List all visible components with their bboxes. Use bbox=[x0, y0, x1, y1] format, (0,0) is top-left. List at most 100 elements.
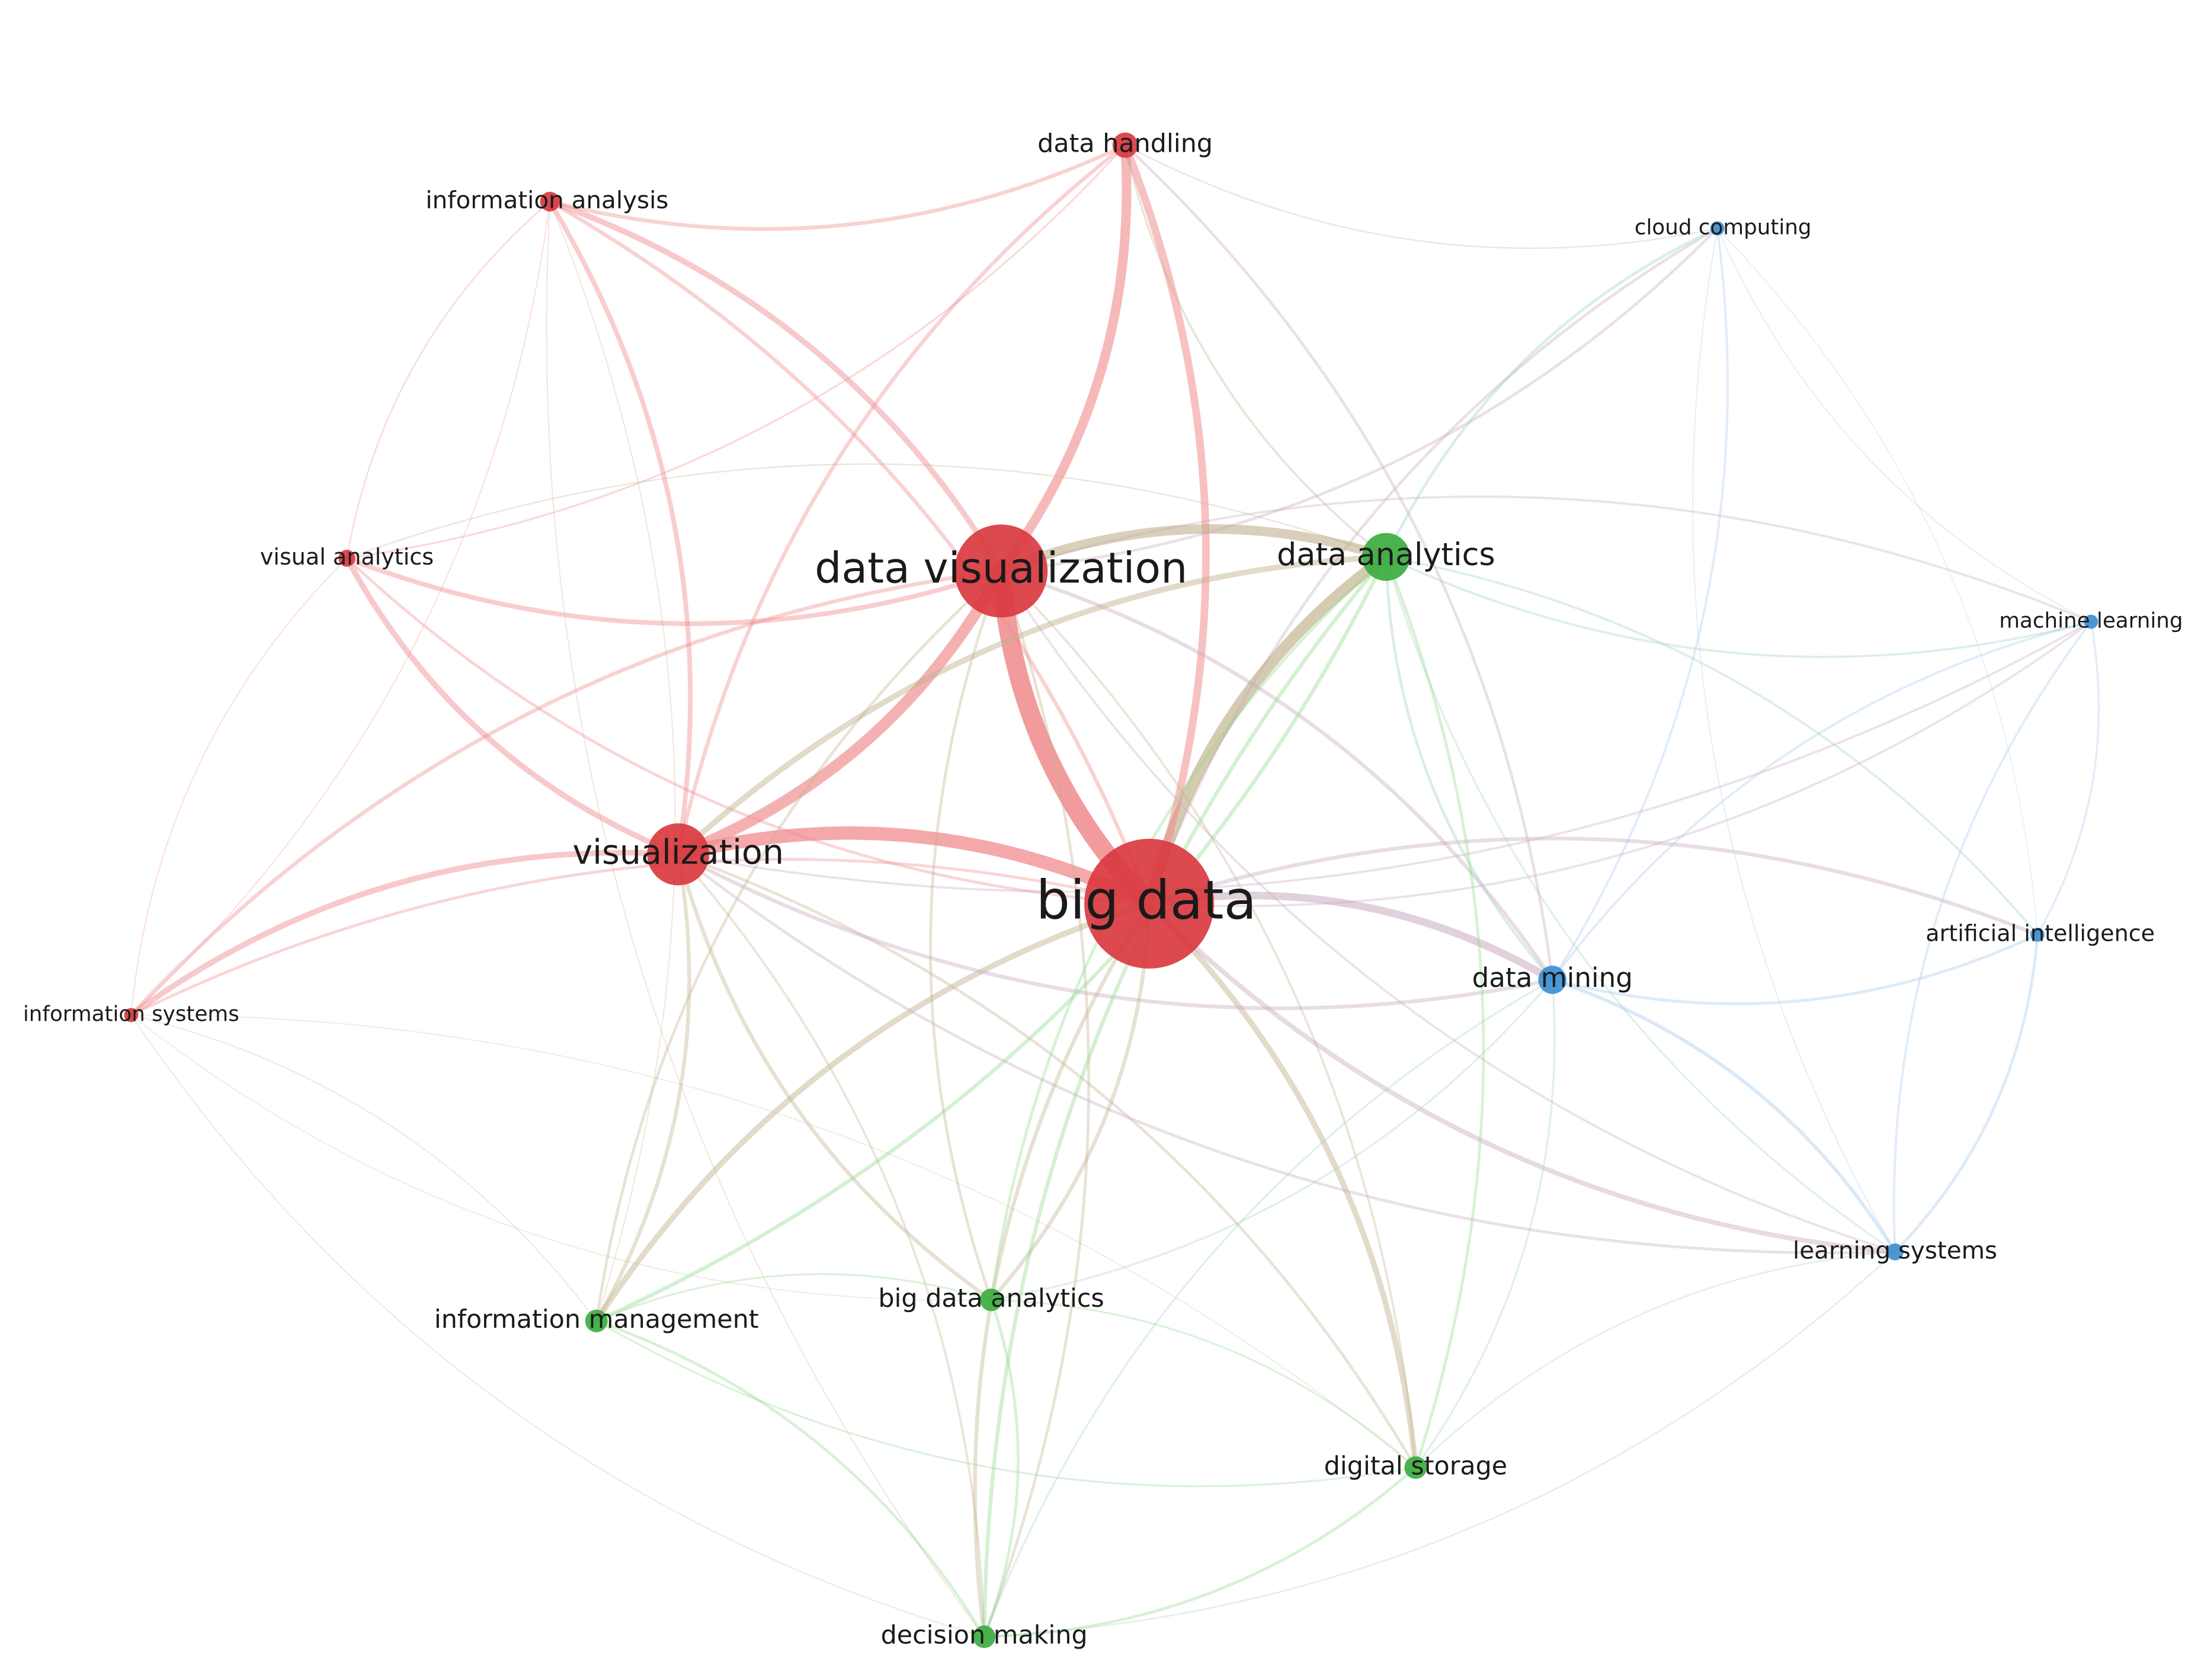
node-label-information-systems: information systems bbox=[23, 1002, 239, 1027]
node-data-visualization[interactable] bbox=[954, 524, 1048, 618]
edge-data-visualization-learning-systems bbox=[999, 569, 1896, 1253]
edge-data-visualization-visualization bbox=[672, 565, 1007, 860]
edge-data-visualization-decision-making bbox=[982, 569, 1091, 1639]
edge-machine-learning-learning-systems bbox=[1892, 620, 2093, 1253]
edge-data-visualization-digital-storage bbox=[999, 569, 1417, 1469]
edge-data-analytics-digital-storage bbox=[1385, 555, 1485, 1469]
edge-data-mining-machine-learning bbox=[1551, 620, 2093, 981]
node-label-data-mining: data mining bbox=[1472, 962, 1633, 993]
edge-big-data-analytics-data-mining bbox=[990, 979, 1553, 1301]
edge-big-data-visualization bbox=[671, 826, 1156, 910]
edge-data-analytics-machine-learning bbox=[1385, 556, 2093, 658]
node-label-data-handling: data handling bbox=[1037, 129, 1213, 159]
node-label-digital-storage: digital storage bbox=[1324, 1451, 1507, 1481]
edge-big-data-machine-learning bbox=[1148, 620, 2093, 908]
edge-data-analytics-decision-making bbox=[982, 554, 1388, 1639]
node-data-mining[interactable] bbox=[1538, 966, 1567, 994]
edge-data-handling-data-analytics bbox=[1124, 144, 1388, 558]
node-label-data-analytics: data analytics bbox=[1277, 537, 1495, 573]
edge-visualization-data-mining bbox=[676, 852, 1555, 1011]
node-decision-making[interactable] bbox=[973, 1626, 996, 1649]
edge-information-analysis-information-systems bbox=[130, 201, 551, 1016]
node-big-data-analytics[interactable] bbox=[980, 1288, 1003, 1312]
edge-data-visualization-visual-analytics bbox=[344, 556, 1004, 626]
node-information-analysis[interactable] bbox=[540, 191, 560, 211]
edge-data-visualization-data-analytics bbox=[996, 524, 1391, 576]
node-label-data-visualization: data visualization bbox=[815, 543, 1187, 592]
edges-layer bbox=[128, 140, 2100, 1639]
edge-data-handling-cloud-computing bbox=[1124, 144, 1718, 249]
edge-data-visualization-information-management bbox=[595, 569, 1003, 1323]
nodes-layer bbox=[124, 132, 2099, 1649]
node-information-systems[interactable] bbox=[124, 1008, 139, 1022]
node-label-visualization: visualization bbox=[572, 833, 784, 872]
edge-data-analytics-learning-systems bbox=[1385, 556, 1896, 1253]
node-artificial-intelligence[interactable] bbox=[2030, 927, 2045, 942]
edge-data-visualization-machine-learning bbox=[999, 495, 2093, 623]
edge-big-data-analytics-information-management bbox=[595, 1273, 992, 1322]
edge-big-data-visual-analytics bbox=[345, 557, 1151, 905]
edge-visualization-decision-making bbox=[677, 853, 986, 1638]
edge-data-mining-learning-systems bbox=[1550, 978, 1897, 1254]
edge-data-mining-cloud-computing bbox=[1551, 227, 1729, 981]
edge-decision-making-data-mining bbox=[983, 979, 1553, 1638]
edge-visual-analytics-information-systems bbox=[130, 557, 348, 1016]
node-label-big-data-analytics: big data analytics bbox=[878, 1284, 1104, 1313]
edge-visualization-visual-analytics bbox=[344, 555, 681, 858]
edge-visualization-learning-systems bbox=[677, 852, 1896, 1255]
edge-data-analytics-data-mining bbox=[1385, 555, 1554, 982]
edge-big-data-cloud-computing bbox=[1148, 227, 1719, 905]
node-label-information-analysis: information analysis bbox=[425, 185, 668, 214]
edge-big-data-decision-making bbox=[973, 902, 1151, 1639]
node-digital-storage[interactable] bbox=[1404, 1456, 1427, 1479]
node-label-cloud-computing: cloud computing bbox=[1635, 216, 1812, 240]
edge-data-analytics-cloud-computing bbox=[1385, 227, 1719, 559]
edge-big-data-digital-storage bbox=[1146, 900, 1419, 1471]
edge-data-visualization-cloud-computing bbox=[999, 227, 1719, 573]
edge-decision-making-learning-systems bbox=[983, 1251, 1896, 1638]
edge-data-handling-visual-analytics bbox=[345, 144, 1126, 560]
edge-visualization-information-systems bbox=[128, 849, 681, 1018]
edge-data-visualization-information-analysis bbox=[547, 198, 1004, 574]
node-label-information-management: information management bbox=[434, 1304, 759, 1334]
edge-big-data-analytics-decision-making bbox=[982, 1298, 1020, 1639]
edge-big-data-analytics-digital-storage bbox=[990, 1299, 1417, 1469]
edge-digital-storage-decision-making bbox=[982, 1466, 1417, 1639]
edge-data-mining-artificial-intelligence bbox=[1550, 933, 2039, 1005]
node-label-big-data: big data bbox=[1036, 869, 1257, 931]
edge-data-analytics-artificial-intelligence bbox=[1385, 556, 2039, 936]
edge-visualization-data-analytics bbox=[675, 554, 1389, 858]
node-big-data[interactable] bbox=[1084, 839, 1215, 969]
labels-layer: big data data visualization visualization d… bbox=[23, 129, 2183, 1650]
edge-information-systems-digital-storage bbox=[130, 1014, 1417, 1469]
edge-visualization-data-handling bbox=[676, 143, 1127, 857]
node-label-artificial-intelligence: artificial intelligence bbox=[1926, 920, 2155, 946]
node-machine-learning[interactable] bbox=[2084, 614, 2099, 629]
node-data-handling[interactable] bbox=[1112, 132, 1138, 158]
edge-big-data-learning-systems bbox=[1146, 901, 1898, 1255]
edge-information-systems-information-management bbox=[130, 1014, 597, 1322]
edge-machine-learning-artificial-intelligence bbox=[2036, 620, 2100, 936]
edge-information-systems-decision-making bbox=[130, 1014, 985, 1638]
node-learning-systems[interactable] bbox=[1886, 1243, 1904, 1261]
edge-visualization-big-data-analytics bbox=[676, 852, 994, 1302]
node-data-analytics[interactable] bbox=[1361, 533, 1410, 581]
edge-data-visualization-information-systems bbox=[129, 569, 1003, 1017]
edge-information-systems-big-data-analytics bbox=[130, 1014, 992, 1301]
node-label-learning-systems: learning systems bbox=[1793, 1236, 1997, 1264]
edge-information-analysis-decision-making bbox=[546, 201, 985, 1638]
edge-information-analysis-information-management bbox=[549, 201, 676, 1322]
node-label-decision-making: decision making bbox=[881, 1621, 1088, 1650]
node-label-machine-learning: machine learning bbox=[1999, 609, 2183, 633]
edge-data-visualization-big-data-analytics bbox=[929, 569, 1003, 1301]
edge-big-data-information-management bbox=[593, 900, 1152, 1324]
edge-information-analysis-visual-analytics bbox=[346, 201, 551, 559]
node-visual-analytics[interactable] bbox=[338, 550, 355, 567]
edge-big-data-information-systems bbox=[129, 858, 1151, 1017]
edge-visualization-machine-learning bbox=[677, 620, 2093, 893]
edge-cloud-computing-learning-systems bbox=[1692, 227, 1896, 1253]
node-visualization[interactable] bbox=[647, 823, 710, 886]
node-information-management[interactable] bbox=[585, 1309, 608, 1332]
node-cloud-computing[interactable] bbox=[1710, 221, 1725, 236]
